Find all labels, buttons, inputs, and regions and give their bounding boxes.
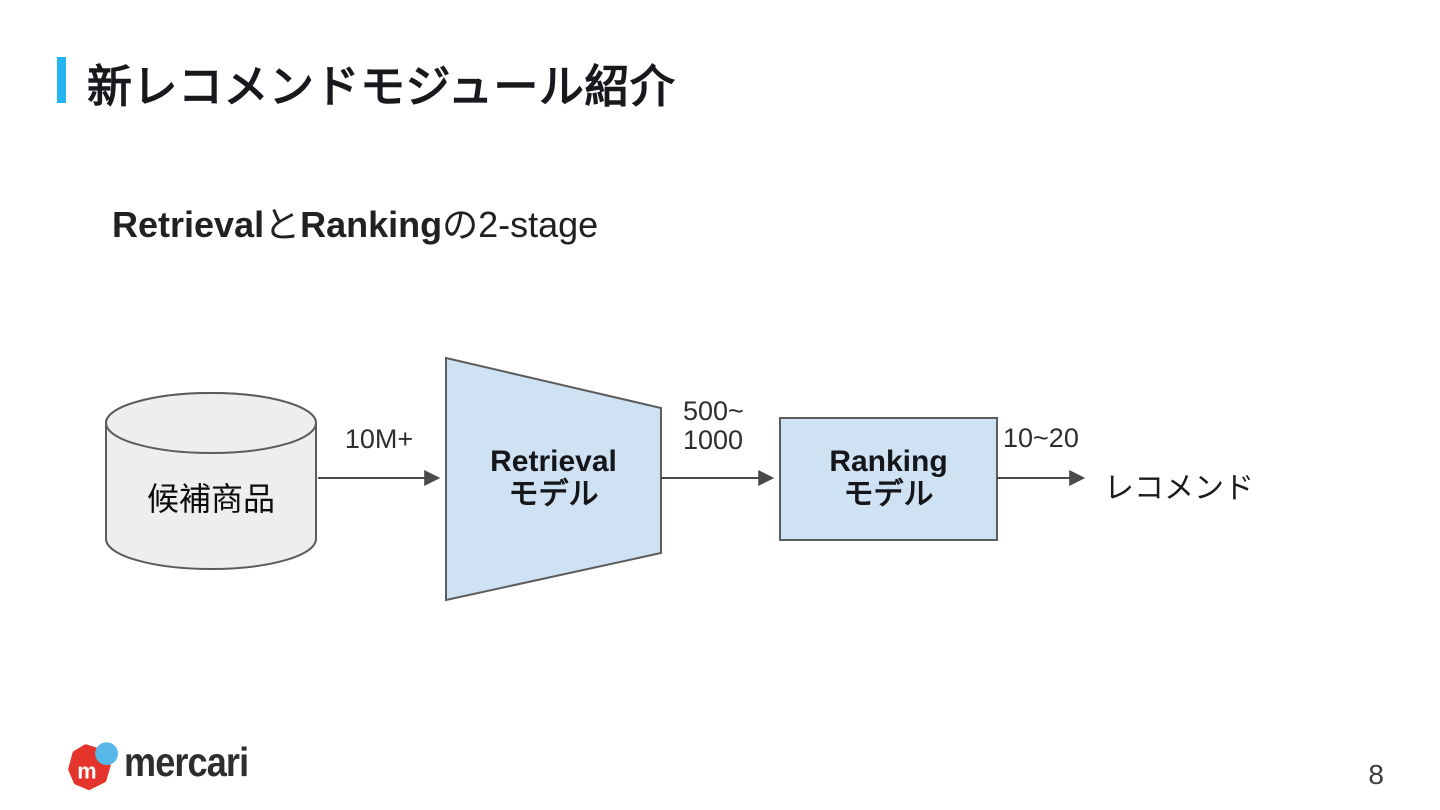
title-accent-bar (57, 57, 66, 103)
flow2-count-label: 500~ 1000 (683, 397, 744, 455)
mercari-logo-icon: m (68, 742, 118, 790)
subtitle-ranking: Ranking (300, 204, 443, 245)
mercari-box-m: m (77, 759, 96, 784)
retrieval-model-label: Retrieval モデル (446, 445, 661, 511)
flow2-count-line2: 1000 (683, 425, 744, 455)
mercari-wordmark: mercari (124, 739, 249, 785)
retrieval-model-sub: モデル (508, 478, 599, 511)
candidate-db-label: 候補商品 (146, 481, 275, 517)
page-title: 新レコメンドモジュール紹介 (87, 61, 676, 112)
flow3-count-label: 10~20 (1003, 423, 1079, 453)
retrieval-model-name: Retrieval (490, 445, 617, 478)
mercari-blue-dot (95, 742, 118, 766)
candidate-db-cylinder-top (105, 392, 317, 454)
ranking-model-sub: モデル (843, 478, 934, 511)
ranking-model-label: Ranking モデル (780, 445, 997, 511)
ranking-model-name: Ranking (829, 445, 948, 478)
flow1-count-label: 10M+ (344, 424, 414, 454)
slide-subtitle: RetrievalとRankingの2-stage (112, 196, 598, 248)
ranking-box-shape (779, 417, 998, 541)
flow2-count-line1: 500~ (683, 396, 744, 426)
page-number: 8 (1368, 759, 1384, 790)
subtitle-retrieval: Retrieval (112, 204, 265, 245)
recommendation-output-label: レコメンド (1104, 472, 1254, 505)
subtitle-particle-to: と (264, 204, 301, 245)
retrieval-funnel-shape (445, 356, 662, 602)
subtitle-2stage: の2-stage (442, 204, 599, 245)
